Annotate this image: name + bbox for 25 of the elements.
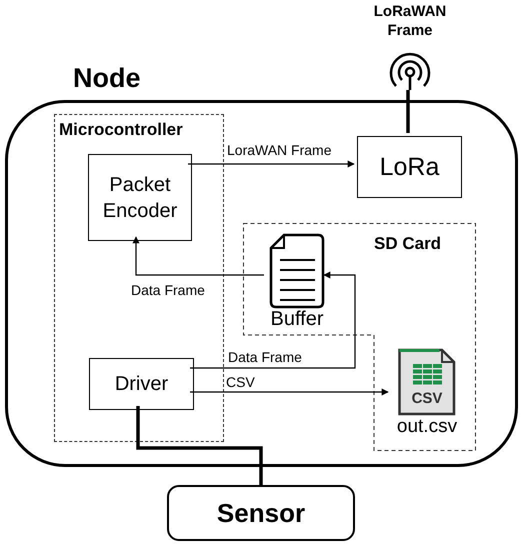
file-label: out.csv: [396, 416, 458, 438]
arrow: [188, 160, 355, 168]
process-box: [89, 358, 194, 410]
edge-label: CSV: [225, 374, 256, 390]
file-label: Buffer: [270, 308, 324, 331]
process-box: [88, 154, 192, 241]
node-label: Driver: [114, 372, 168, 396]
file-type-text: CSV: [410, 390, 444, 407]
edge-label: Data Frame: [130, 282, 206, 298]
region-title: SD Card: [374, 234, 442, 254]
container-title: Node: [73, 63, 140, 94]
process-box: [357, 136, 462, 198]
region-title: Microcontroller: [59, 120, 183, 140]
connector-line: [136, 406, 263, 485]
arrow: [190, 272, 356, 369]
edge-label: LoraWAN Frame: [226, 142, 333, 158]
sensor-box: [167, 485, 355, 541]
edge-label: Data Frame: [227, 349, 303, 365]
signal-label: LoRaWAN Frame: [372, 3, 448, 40]
node-label: Packet Encoder: [102, 172, 178, 224]
node-label: Sensor: [216, 498, 306, 528]
node-label: LoRa: [380, 152, 440, 182]
arrow: [190, 388, 389, 396]
arrow: [132, 236, 264, 276]
connector-line: [406, 90, 410, 133]
